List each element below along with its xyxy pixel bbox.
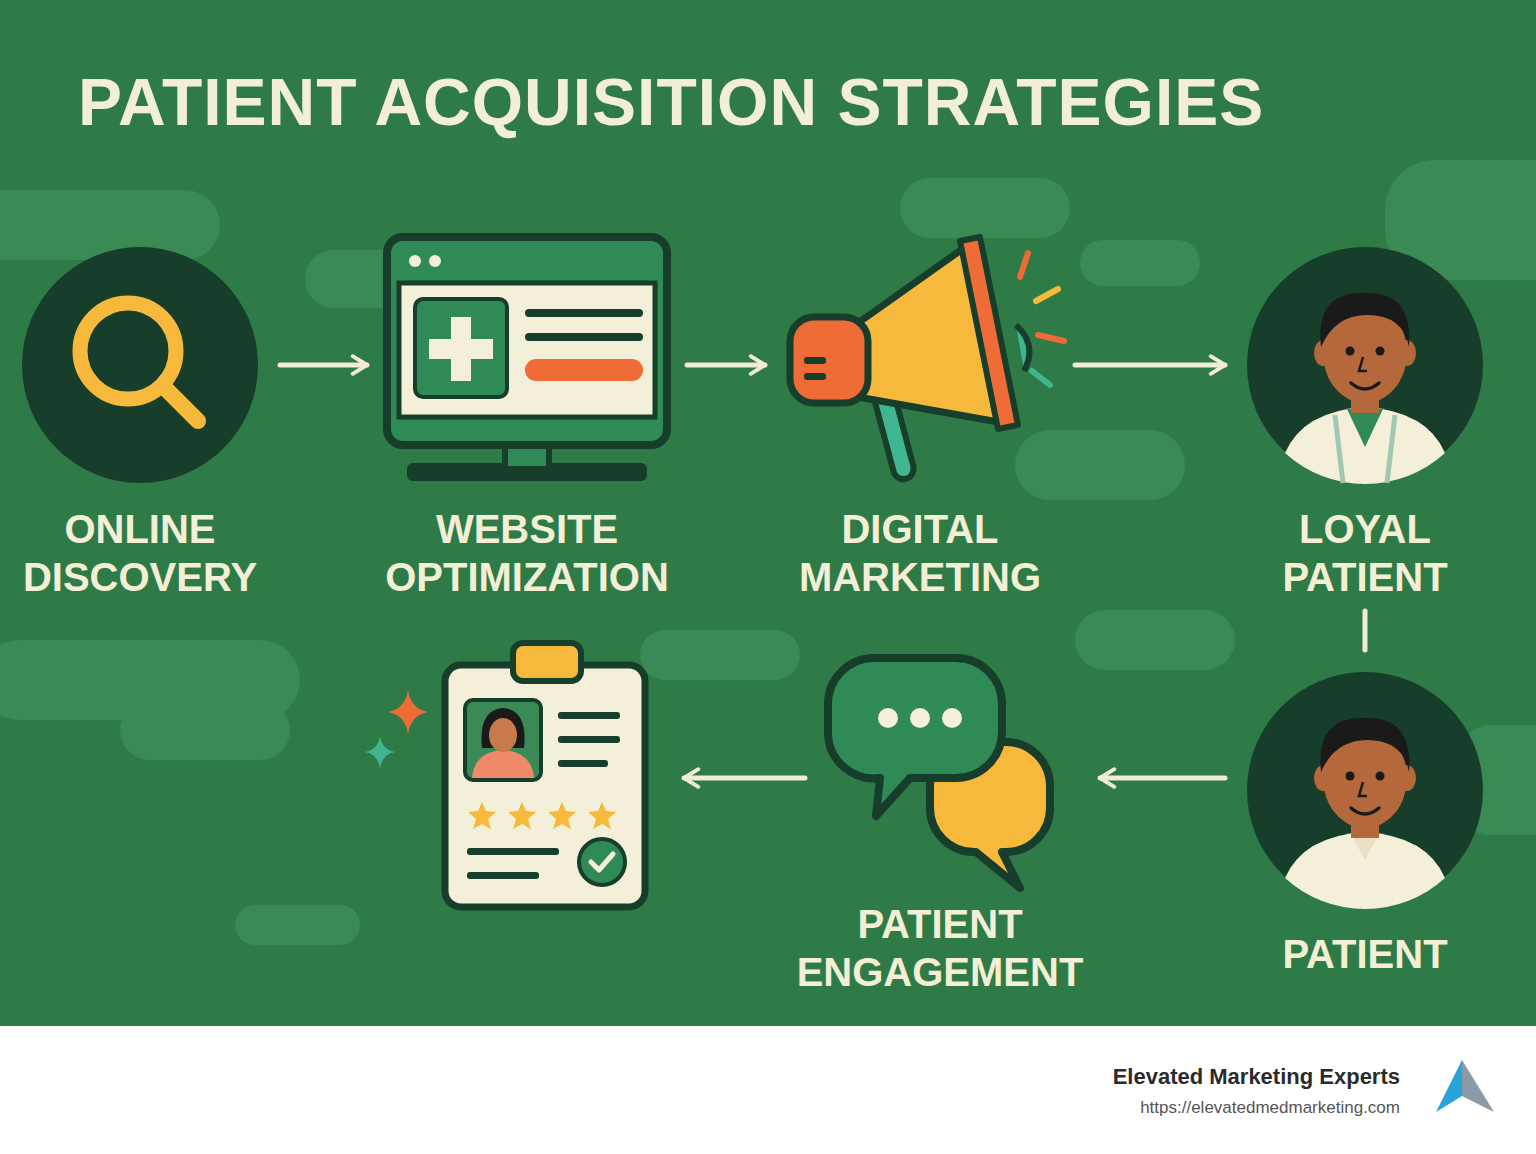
rating-stars [468, 802, 616, 829]
footer-text: https://elevatedmedmarketing.com [1140, 1098, 1400, 1118]
icon-part [942, 708, 962, 728]
icon-part [804, 357, 826, 364]
text-line [467, 872, 539, 879]
blob [120, 700, 290, 760]
icon-part [1247, 247, 1483, 483]
diagram-title: PATIENT ACQUISITION STRATEGIES [78, 62, 1264, 142]
icon-part [429, 255, 441, 267]
icon-part [910, 708, 930, 728]
sparkle [388, 690, 428, 734]
clipboard-clip [513, 643, 581, 681]
footer-text: Elevated Marketing Experts [1113, 1064, 1400, 1090]
star [588, 802, 616, 829]
flow-connector [1363, 611, 1368, 650]
node-icon [775, 235, 1065, 495]
icon-part [1359, 782, 1367, 796]
node-icon [790, 650, 1090, 890]
icon-part [1038, 335, 1064, 341]
icon-part [1247, 672, 1483, 908]
icon-part [1032, 371, 1050, 385]
blob [900, 178, 1070, 238]
icon-part [1376, 347, 1385, 356]
icon-part [1351, 808, 1379, 814]
icon-part [1376, 772, 1385, 781]
icon-part [525, 333, 643, 341]
review-clipboard [445, 643, 645, 907]
icon-part [828, 658, 1002, 816]
icon-part [525, 309, 643, 317]
check-mark [591, 854, 613, 870]
blob [1015, 430, 1185, 500]
icon-part [387, 237, 667, 445]
node-label: WEBSITE OPTIMIZATION [385, 505, 669, 601]
icon-part [22, 247, 258, 483]
logo-part [1462, 1060, 1494, 1112]
icon-part [960, 237, 1018, 429]
icon-part [1036, 289, 1058, 301]
icon-part [164, 387, 198, 421]
blob [0, 190, 220, 260]
icon-part [790, 317, 868, 403]
text-line [558, 712, 620, 719]
blob [1080, 240, 1200, 286]
star [468, 802, 496, 829]
search-node: ONLINE DISCOVERY [10, 235, 270, 601]
logo-part [1436, 1060, 1462, 1112]
node-icon [10, 235, 270, 495]
icon-part [1320, 718, 1409, 772]
icon-part [1347, 409, 1383, 447]
icon-part [429, 317, 493, 381]
person-node: LOYAL PATIENT [1235, 235, 1495, 601]
avatar-frame [465, 700, 541, 780]
blob [640, 630, 800, 680]
icon-part [1020, 253, 1028, 277]
icon-part [1016, 325, 1029, 371]
star [508, 802, 536, 829]
icon-part [1346, 347, 1355, 356]
icon-part [1351, 383, 1379, 389]
text-line [558, 736, 620, 743]
flow-connector [280, 363, 367, 368]
icon-part [878, 708, 898, 728]
icon-part [1320, 293, 1409, 347]
blob [1075, 610, 1235, 670]
background-blobs [0, 160, 1536, 945]
person-node: PATIENT [1235, 660, 1495, 978]
icon-part [804, 373, 826, 380]
sparkle [365, 736, 395, 769]
node-label: DIGITAL MARKETING [799, 505, 1041, 601]
node-icon [377, 235, 677, 495]
arrow-line [684, 776, 805, 781]
text-line [558, 760, 608, 767]
icon-part [1285, 407, 1445, 484]
node-label: ONLINE DISCOVERY [23, 505, 257, 601]
flow-connector [687, 363, 765, 368]
website-node: WEBSITE OPTIMIZATION [377, 235, 677, 601]
check-badge [579, 839, 625, 885]
icon-part [409, 255, 421, 267]
icon-part [1285, 832, 1445, 909]
icon-part [1346, 772, 1355, 781]
node-icon [1235, 235, 1495, 495]
avatar-face [489, 718, 517, 752]
flow-connector [1075, 363, 1225, 368]
marketing-node: DIGITAL MARKETING [775, 235, 1065, 601]
node-label: PATIENT ENGAGEMENT [797, 900, 1084, 996]
icon-part [399, 283, 655, 417]
clipboard-board [445, 665, 645, 907]
flow-connector [1100, 776, 1225, 781]
icon-part [415, 299, 507, 397]
star [548, 802, 576, 829]
node-icon [1235, 660, 1495, 920]
icon-part [1359, 357, 1367, 371]
icon-part [525, 359, 643, 381]
blob [235, 905, 360, 945]
node-label: LOYAL PATIENT [1282, 505, 1447, 601]
avatar-body [472, 750, 534, 778]
chat-node: PATIENT ENGAGEMENT [790, 650, 1090, 996]
text-line [467, 848, 559, 855]
logo [1436, 1060, 1494, 1112]
node-label: PATIENT [1282, 930, 1447, 978]
